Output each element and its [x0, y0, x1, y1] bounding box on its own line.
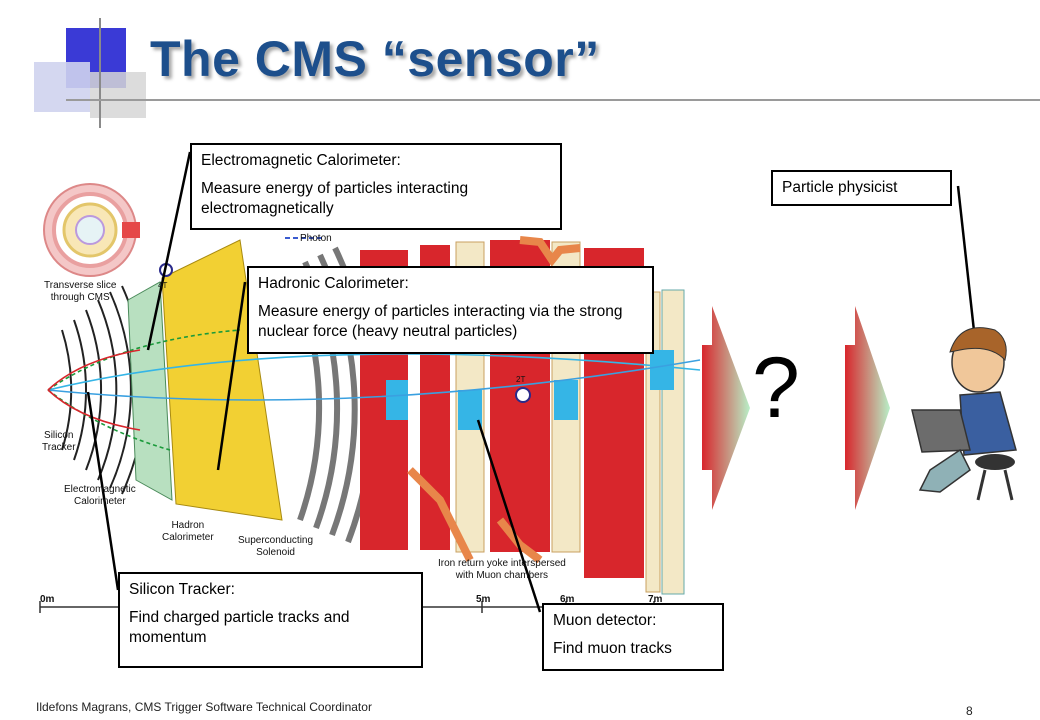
field-marker-2t: [515, 387, 531, 403]
hcal-callout: Hadronic Calorimeter: Measure energy of …: [247, 266, 654, 354]
tracker-callout: Silicon Tracker: Find charged particle t…: [118, 572, 423, 668]
iron-yoke-label: Iron return yoke interspersed with Muon …: [438, 558, 566, 581]
page-number: 8: [966, 704, 973, 718]
hcal-callout-body: Measure energy of particles interacting …: [258, 303, 623, 340]
field-4t-label: 4T: [158, 281, 168, 290]
muon-callout: Muon detector: Find muon tracks: [542, 603, 724, 671]
transverse-slice-label: Transverse slice through CMS: [44, 280, 117, 303]
arrow-right-2: [845, 306, 890, 510]
hcal-label: Hadron Calorimeter: [162, 520, 214, 543]
muon-callout-heading: Muon detector:: [553, 612, 657, 629]
tracker-callout-heading: Silicon Tracker:: [129, 581, 235, 598]
scale-label-0m: 0m: [40, 594, 55, 605]
arrow-right-1: [702, 306, 750, 510]
physicist-figure: [911, 327, 1017, 501]
silicon-tracker-label: Silicon Tracker: [42, 430, 76, 453]
ecal-label: Electromagnetic Calorimeter: [64, 484, 136, 507]
scale-label-7m: 7m: [648, 594, 663, 605]
physicist-callout-heading: Particle physicist: [782, 179, 898, 196]
solenoid-label: Superconducting Solenoid: [238, 535, 314, 558]
photon-label: Photon: [300, 233, 332, 244]
ecal-callout-body: Measure energy of particles interacting …: [201, 180, 469, 217]
hcal-callout-heading: Hadronic Calorimeter:: [258, 275, 409, 292]
ecal-callout: Electromagnetic Calorimeter: Measure ene…: [190, 143, 562, 230]
footer-author: Ildefons Magrans, CMS Trigger Software T…: [36, 700, 372, 714]
tracker-callout-body: Find charged particle tracks and momentu…: [129, 609, 350, 646]
ecal-callout-heading: Electromagnetic Calorimeter:: [201, 152, 401, 169]
field-2t-label: 2T: [516, 375, 526, 384]
deco-lavender-square: [34, 62, 90, 112]
transverse-slice-inset: [43, 183, 140, 277]
connector-lines: [86, 151, 977, 613]
physicist-callout: Particle physicist: [771, 170, 952, 206]
question-mark: ?: [752, 340, 800, 436]
particle-tracks: [47, 329, 701, 451]
scale-label-5m: 5m: [476, 594, 491, 605]
scale-label-6m: 6m: [560, 594, 575, 605]
hcal-wedge: [161, 239, 283, 521]
slide-title: The CMS “sensor”: [150, 31, 600, 87]
muon-callout-body: Find muon tracks: [553, 640, 672, 657]
title-decoration: [34, 18, 1040, 128]
ecal-wedge: [127, 281, 173, 501]
